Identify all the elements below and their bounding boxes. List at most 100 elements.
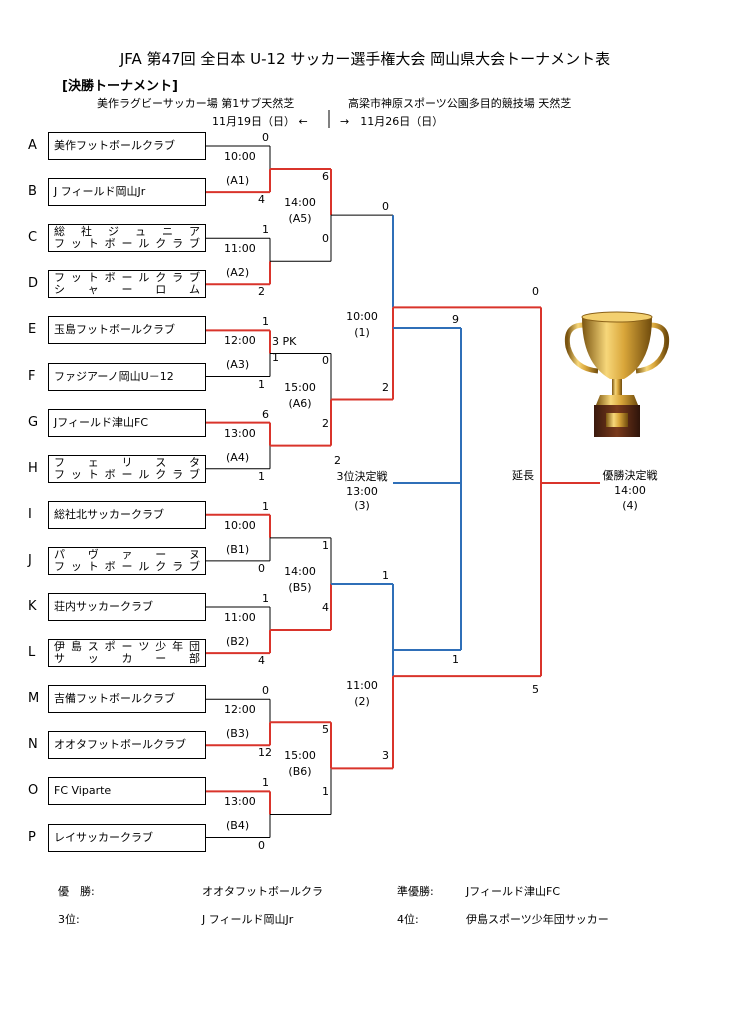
team-name: シャーロム	[54, 283, 200, 297]
team-box: レイサッカークラブ	[48, 823, 206, 852]
team-box: 玉島フットボールクラブ	[48, 316, 206, 345]
score-top: 6	[262, 407, 269, 421]
team-letter: B	[28, 184, 37, 200]
third-left-score: 2	[334, 454, 341, 467]
match-time: 12:00	[224, 703, 256, 717]
match-code: (B4)	[226, 819, 250, 833]
pk-label: 3 PK	[272, 335, 297, 349]
match-code: (A1)	[226, 174, 250, 188]
page-title: JFA 第47回 全日本 U-12 サッカー選手権大会 岡山県大会トーナメント表	[119, 50, 611, 68]
team-name: Jフィールド津山FC	[54, 415, 149, 429]
team-letter: M	[28, 691, 40, 707]
team-box: Jフィールド津山FC	[48, 408, 206, 437]
match-code: (A4)	[226, 450, 250, 464]
team-box: フェリスタフットボールクラブ	[48, 454, 206, 483]
match-code: (B3)	[226, 727, 250, 741]
match-time: 15:00	[284, 749, 316, 763]
match-code: (B1)	[226, 542, 250, 556]
team-name: フットボールクラブ	[54, 237, 200, 251]
section-subtitle: [決勝トーナメント]	[62, 79, 178, 94]
score-top: 0	[262, 684, 269, 698]
venue-left: 美作ラグビーサッカー場 第1サブ天然芝	[97, 97, 295, 110]
team-letter: G	[28, 414, 39, 430]
final-score-bottom: 5	[532, 683, 539, 696]
match-time: 10:00	[346, 310, 378, 324]
final-code: (4)	[622, 499, 638, 512]
match-time: 11:00	[346, 679, 378, 693]
third-time: 13:00	[346, 485, 378, 498]
team-letter: N	[28, 737, 38, 753]
match-time: 15:00	[284, 380, 316, 394]
team-box: 総社北サッカークラブ	[48, 500, 206, 529]
team-letter: P	[28, 829, 36, 845]
score-bottom: 0	[258, 838, 265, 852]
score-top: 0	[382, 200, 389, 214]
final-label: 優勝決定戦	[602, 469, 658, 482]
score-bottom: 4	[258, 654, 265, 668]
match-code: (B2)	[226, 635, 250, 649]
match-code: (A5)	[288, 212, 312, 226]
team-name: サッカー部	[54, 652, 200, 666]
score-top: 1	[262, 223, 269, 237]
score-top: 6	[322, 170, 329, 184]
team-box: 美作フットボールクラブ	[48, 132, 206, 160]
score-bottom: 4	[258, 193, 265, 207]
match-time: 10:00	[224, 150, 256, 164]
team-name: 吉備フットボールクラブ	[54, 692, 175, 706]
score-top: 1	[382, 568, 389, 582]
match-code: (A6)	[288, 396, 312, 410]
team-letter: L	[28, 645, 36, 661]
runner-up-name: Jフィールド津山FC	[466, 885, 561, 898]
team-letter: A	[28, 138, 37, 153]
score-top: 1	[262, 776, 269, 790]
score-top: 5	[322, 723, 329, 737]
team-name: 玉島フットボールクラブ	[54, 323, 175, 337]
score-bottom: 4	[322, 601, 329, 615]
team-box: FC Viparte	[48, 777, 206, 806]
venue-right: 高梁市神原スポーツ公園多目的競技場 天然芝	[348, 97, 572, 110]
third-code: (3)	[354, 499, 370, 512]
match-code: (1)	[354, 326, 370, 340]
date-right: → 11月26日（日）	[340, 115, 444, 128]
team-letter: C	[28, 230, 38, 246]
match-time: 11:00	[224, 242, 256, 256]
match-time: 10:00	[224, 518, 256, 532]
match-time: 11:00	[224, 611, 256, 625]
team-name: レイサッカークラブ	[54, 830, 153, 844]
team-name: フットボールクラブ	[54, 467, 200, 481]
team-name: FC Viparte	[54, 784, 112, 798]
team-name: オオタフットボールクラブ	[54, 738, 186, 752]
team-box: 総社ジュニアフットボールクラブ	[48, 224, 206, 253]
score-bottom: 1	[258, 377, 265, 391]
score-top: 1	[322, 538, 329, 552]
team-name: 伊島スポーツ少年団	[54, 640, 200, 654]
final-extra-time: 延長	[512, 469, 534, 482]
champion-name: オオタフットボールクラ	[202, 885, 323, 898]
fourth-label: 4位:	[397, 913, 419, 926]
team-box: 荘内サッカークラブ	[48, 593, 206, 621]
match-code: (A3)	[226, 358, 250, 372]
team-name: フットボールクラブ	[54, 271, 200, 285]
date-left: 11月19日（日） ←	[212, 115, 308, 128]
score-top: 0	[262, 131, 269, 144]
team-name: J フィールド岡山Jr	[54, 185, 146, 199]
team-box: 伊島スポーツ少年団サッカー部	[48, 639, 206, 668]
team-box: オオタフットボールクラブ	[48, 731, 206, 760]
score-top: 0	[322, 354, 329, 368]
match-time: 14:00	[284, 196, 316, 210]
team-box: パヴァーヌフットボールクラブ	[48, 546, 206, 575]
team-letter: J	[28, 552, 32, 568]
score-top: 1	[262, 499, 269, 513]
team-name: 総社ジュニア	[54, 225, 200, 239]
team-box: 吉備フットボールクラブ	[48, 685, 206, 714]
team-box: J フィールド岡山Jr	[48, 178, 206, 207]
runner-up-label: 準優勝:	[397, 885, 434, 898]
score-top: 1	[262, 315, 269, 329]
score-bottom: 2	[382, 380, 389, 394]
fourth-name: 伊島スポーツ少年団サッカー	[466, 913, 609, 926]
third-place-label: 3位決定戦	[336, 470, 388, 483]
team-letter: H	[28, 460, 38, 476]
match-code: (B6)	[288, 765, 312, 779]
score-bottom: 1	[258, 469, 265, 483]
